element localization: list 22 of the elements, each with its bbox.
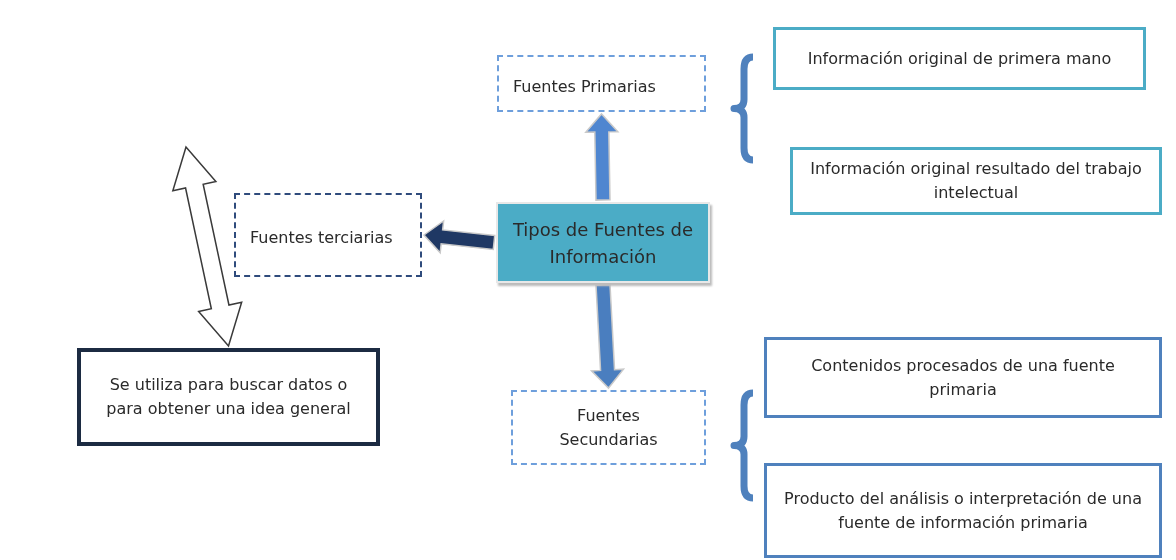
node-label: Información original resultado del trabajo intelectual — [809, 158, 1143, 204]
node-label: Producto del análisis o interpretación de una fuente de información primaria — [783, 487, 1143, 534]
node-label: Fuentes Secundarias — [558, 404, 659, 451]
node-label: Contenidos procesados de una fuente primaria — [810, 354, 1116, 401]
node-label: Fuentes terciarias — [250, 227, 393, 249]
node-label: Información original de primera mano — [807, 47, 1112, 70]
text-box — [77, 348, 380, 446]
title-box — [496, 202, 710, 283]
dashed-box — [497, 55, 706, 112]
text-box — [790, 147, 1162, 215]
block-arrow — [584, 112, 620, 201]
text-box — [773, 27, 1146, 90]
double-arrow — [171, 145, 243, 348]
dashed-box — [234, 193, 422, 277]
node-label: Se utiliza para buscar datos o para obtener una idea general — [105, 374, 352, 420]
block-arrow — [589, 283, 626, 390]
text-box — [764, 463, 1162, 558]
node-label: Tipos de Fuentes de Información — [512, 217, 694, 269]
block-arrow — [422, 219, 496, 255]
node-label: Fuentes Primarias — [513, 75, 656, 98]
text-box — [764, 337, 1162, 418]
dashed-box — [511, 390, 706, 465]
